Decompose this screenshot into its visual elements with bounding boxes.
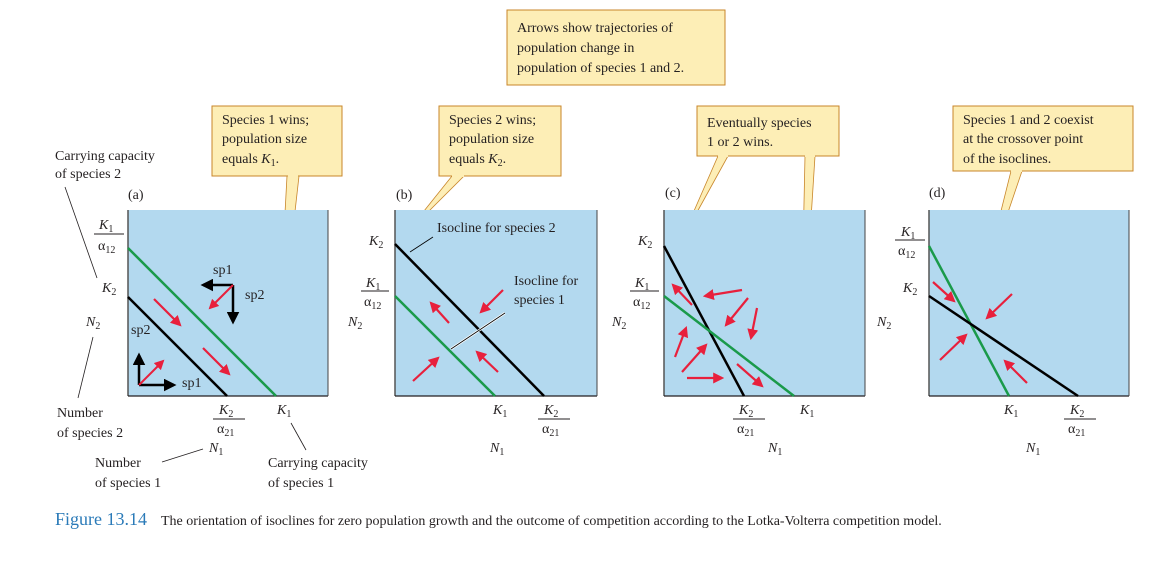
svg-text:α12: α12 [633, 295, 650, 312]
svg-text:of species 2: of species 2 [57, 426, 123, 441]
svg-text:of species 1: of species 1 [95, 476, 161, 491]
svg-text:K2: K2 [368, 234, 383, 251]
svg-text:(b): (b) [396, 188, 413, 203]
svg-text:Number: Number [95, 456, 141, 471]
svg-text:sp2: sp2 [131, 323, 150, 338]
caption-text: The orientation of isoclines for zero po… [161, 514, 942, 529]
svg-text:K1: K1 [492, 403, 507, 420]
svg-text:K1: K1 [799, 403, 814, 420]
svg-text:α12: α12 [364, 295, 381, 312]
svg-text:sp2: sp2 [245, 288, 264, 303]
svg-text:population change in: population change in [517, 41, 634, 56]
svg-text:Eventually species: Eventually species [707, 116, 812, 131]
svg-text:α21: α21 [737, 422, 754, 439]
svg-text:of species 1: of species 1 [268, 476, 334, 491]
svg-text:of species 2: of species 2 [55, 167, 121, 182]
svg-text:N2: N2 [611, 315, 626, 332]
svg-text:equals K2.: equals K2. [449, 152, 506, 169]
svg-text:K2: K2 [101, 281, 116, 298]
side-labels: Carrying capacity of species 2 Number of… [55, 149, 368, 491]
svg-text:α21: α21 [217, 422, 234, 439]
panel-a: Species 1 wins; population size equals K… [85, 105, 343, 458]
svg-text:(a): (a) [128, 188, 144, 203]
figure-number: Figure 13.14 [55, 509, 147, 529]
panel-c: Eventually species 1 or 2 wins. (c) K2 K… [611, 105, 866, 458]
svg-text:K2: K2 [738, 403, 753, 420]
svg-text:population size: population size [222, 132, 307, 147]
top-callout: Arrows show trajectories of population c… [506, 9, 726, 86]
svg-text:population size: population size [449, 132, 534, 147]
svg-text:K2: K2 [218, 403, 233, 420]
svg-text:population of species 1 and 2.: population of species 1 and 2. [517, 61, 684, 76]
svg-text:K1: K1 [900, 225, 915, 242]
panel-d: Species 1 and 2 coexist at the crossover… [876, 105, 1134, 458]
svg-text:K2: K2 [543, 403, 558, 420]
svg-text:K1: K1 [634, 276, 649, 293]
svg-text:at the crossover point: at the crossover point [963, 132, 1083, 147]
svg-text:α21: α21 [542, 422, 559, 439]
svg-text:N1: N1 [208, 441, 223, 458]
svg-text:sp1: sp1 [182, 376, 201, 391]
svg-text:α21: α21 [1068, 422, 1085, 439]
svg-text:K1: K1 [1003, 403, 1018, 420]
svg-text:N2: N2 [85, 315, 100, 332]
svg-text:α12: α12 [898, 244, 915, 261]
svg-text:N2: N2 [347, 315, 362, 332]
svg-text:Species 2 wins;: Species 2 wins; [449, 113, 536, 128]
competition-figure: Arrows show trajectories of population c… [55, 9, 1134, 491]
svg-text:N1: N1 [489, 441, 504, 458]
svg-text:Isocline for: Isocline for [514, 274, 578, 289]
svg-text:(c): (c) [665, 186, 681, 201]
svg-text:K2: K2 [902, 281, 917, 298]
svg-text:1 or 2 wins.: 1 or 2 wins. [707, 135, 773, 150]
svg-text:α12: α12 [98, 239, 115, 256]
svg-text:sp1: sp1 [213, 263, 232, 278]
panel-b: Species 2 wins; population size equals K… [347, 105, 598, 458]
svg-text:Arrows show trajectories of: Arrows show trajectories of [517, 21, 673, 36]
svg-text:K1: K1 [276, 403, 291, 420]
svg-text:Species 1 wins;: Species 1 wins; [222, 113, 309, 128]
svg-text:N1: N1 [767, 441, 782, 458]
svg-text:Carrying capacity: Carrying capacity [55, 149, 155, 164]
svg-text:K2: K2 [637, 234, 652, 251]
svg-text:equals K1.: equals K1. [222, 152, 279, 169]
svg-text:species 1: species 1 [514, 293, 565, 308]
svg-text:K2: K2 [1069, 403, 1084, 420]
figure-caption: Figure 13.14 The orientation of isoclines… [55, 510, 1095, 531]
svg-text:N1: N1 [1025, 441, 1040, 458]
svg-text:K1: K1 [365, 276, 380, 293]
svg-text:K1: K1 [98, 218, 113, 235]
svg-text:of the isoclines.: of the isoclines. [963, 152, 1051, 167]
svg-text:Carrying capacity: Carrying capacity [268, 456, 368, 471]
svg-text:Isocline for species 2: Isocline for species 2 [437, 221, 556, 236]
svg-text:Species 1 and 2 coexist: Species 1 and 2 coexist [963, 113, 1094, 128]
svg-text:(d): (d) [929, 186, 946, 201]
svg-text:Number: Number [57, 406, 103, 421]
svg-text:N2: N2 [876, 315, 891, 332]
